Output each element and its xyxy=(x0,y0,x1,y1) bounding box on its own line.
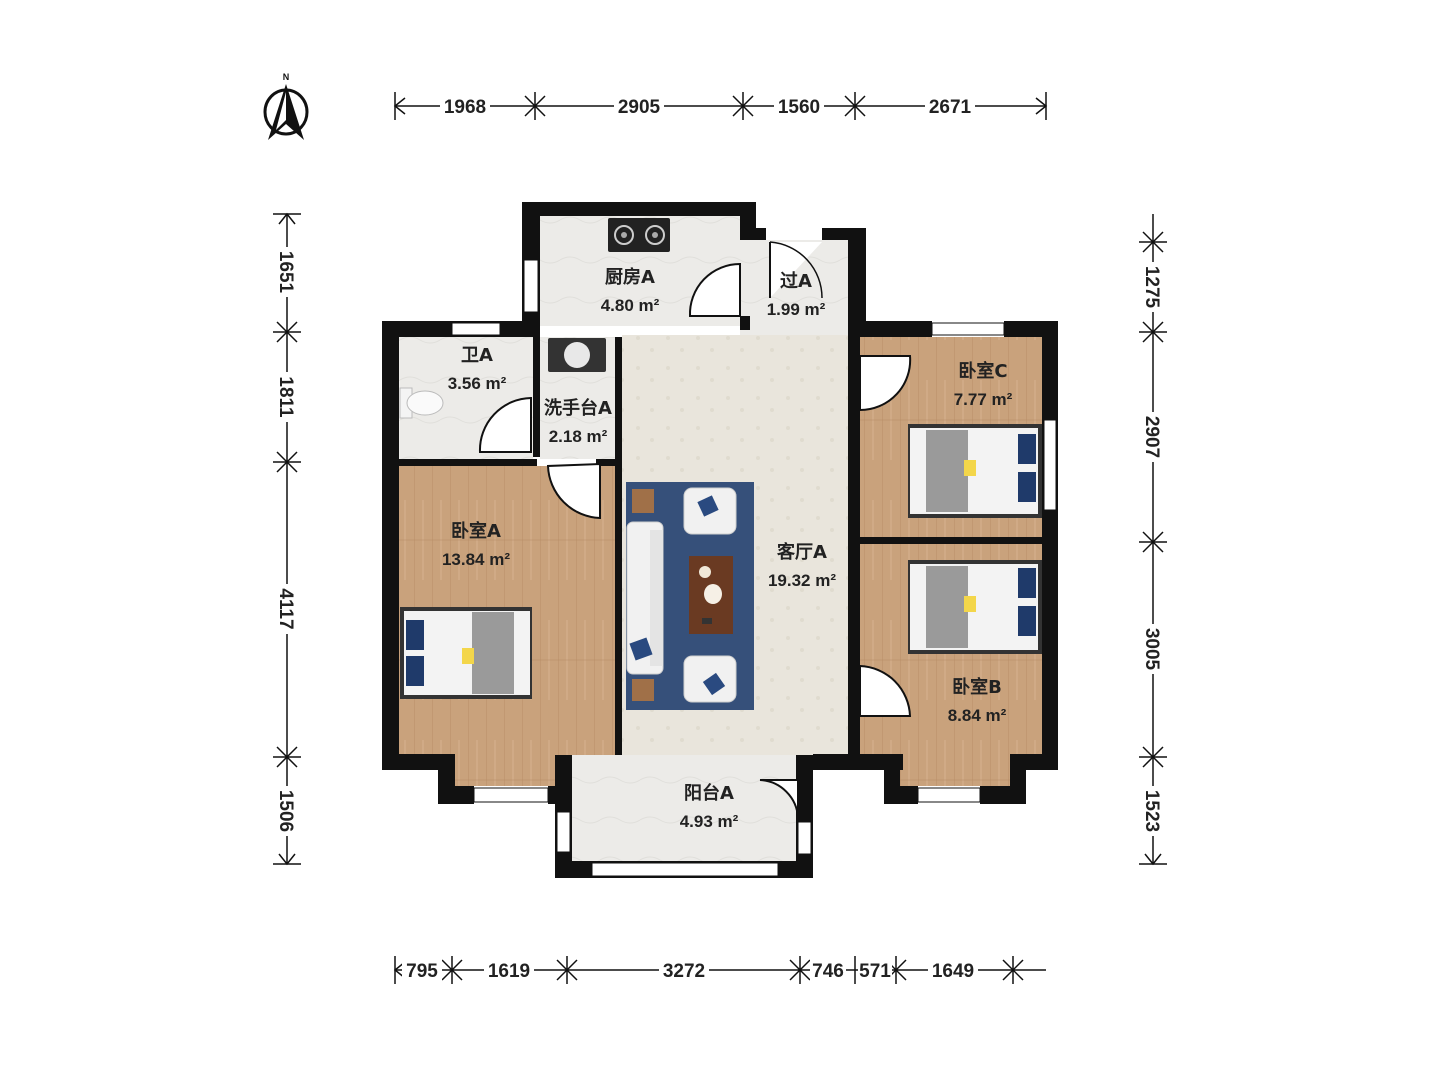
bedroom-c-right-window xyxy=(1043,419,1057,511)
windows xyxy=(451,259,1057,877)
kitchen-name: 厨房A xyxy=(605,266,655,288)
armchair-icon xyxy=(683,487,737,703)
balcony-floor xyxy=(572,755,798,861)
dim-right-3: 3005 xyxy=(1141,628,1162,671)
dim-top-3: 1560 xyxy=(778,97,820,118)
bedroom-a-door xyxy=(546,462,601,520)
bedroom-a-area: 13.84 m² xyxy=(442,550,510,569)
living-area: 19.32 m² xyxy=(768,571,836,590)
dim-right-2: 2907 xyxy=(1141,416,1162,458)
balcony-name: 阳台A xyxy=(684,782,734,804)
kitchen-area: 4.80 m² xyxy=(601,296,660,315)
dim-right-1: 1275 xyxy=(1141,266,1162,309)
dim-left-1: 1651 xyxy=(275,251,296,294)
dim-bottom-6: 1649 xyxy=(932,961,974,982)
living-name: 客厅A xyxy=(777,541,827,563)
toilet-icon xyxy=(399,387,444,419)
hall-area: 1.99 m² xyxy=(767,300,826,319)
bedroom-c-area: 7.77 m² xyxy=(954,390,1013,409)
balcony-door xyxy=(759,779,799,819)
dim-top-4: 2671 xyxy=(929,97,972,118)
bedroom-a-window xyxy=(473,787,549,803)
washbasin-area: 2.18 m² xyxy=(549,427,608,446)
bedroom-b-door xyxy=(859,664,912,717)
right-dimension-labels: 1275 2907 3005 1523 xyxy=(1141,262,1165,836)
bath-window xyxy=(451,322,501,336)
bedroom-b-window xyxy=(917,787,981,803)
dim-left-4: 1506 xyxy=(275,790,296,832)
bedroom-c-name: 卧室C xyxy=(958,360,1007,382)
dim-right-4: 1523 xyxy=(1141,790,1162,832)
bedroom-c-door xyxy=(859,355,912,412)
kitchen-window xyxy=(523,259,539,313)
hall-door xyxy=(770,242,822,298)
left-dimension-labels: 1651 1811 4117 1506 xyxy=(275,247,299,836)
washbasin-icon xyxy=(548,338,606,372)
dim-top-1: 1968 xyxy=(444,97,486,118)
room-labels: 厨房A 4.80 m² 过A 1.99 m² 卫A 3.56 m² 洗手台A 2… xyxy=(442,266,1013,831)
north-label: N xyxy=(283,72,290,82)
bedroom-b-area: 8.84 m² xyxy=(948,706,1007,725)
dim-bottom-2: 1619 xyxy=(488,961,530,982)
side-table-icon xyxy=(632,489,654,701)
bath-name: 卫A xyxy=(461,345,493,366)
bed-icon xyxy=(400,424,1042,699)
balcony-left-window xyxy=(556,811,571,853)
bedroom-a-name: 卧室A xyxy=(451,520,501,542)
stove-icon xyxy=(608,218,670,252)
dim-bottom-3: 3272 xyxy=(663,961,705,982)
dim-top-2: 2905 xyxy=(618,97,661,118)
bath-area: 3.56 m² xyxy=(448,374,507,393)
kitchen-door xyxy=(688,262,741,317)
bottom-dimension-labels: 795 1619 3272 746 571 1649 xyxy=(402,958,978,982)
bedroom-c-window xyxy=(931,322,1005,336)
balcony-area: 4.93 m² xyxy=(680,812,739,831)
north-compass-icon: N xyxy=(263,72,309,140)
dim-left-2: 1811 xyxy=(275,376,296,418)
dim-bottom-5: 571 xyxy=(859,961,891,982)
bath-door xyxy=(478,396,532,453)
top-dimension-labels: 1968 2905 1560 2671 xyxy=(440,94,975,118)
balcony-bottom-window xyxy=(591,862,779,877)
dim-left-3: 4117 xyxy=(275,588,296,629)
balcony-right-window xyxy=(797,821,812,855)
washbasin-name: 洗手台A xyxy=(544,397,612,419)
hall-name: 过A xyxy=(780,270,812,292)
doors xyxy=(478,241,912,819)
dim-bottom-1: 795 xyxy=(406,961,438,982)
dim-bottom-4: 746 xyxy=(812,961,844,982)
right-dimension-line xyxy=(1139,214,1167,866)
left-dimension-line xyxy=(273,212,301,866)
bedroom-b-name: 卧室B xyxy=(952,676,1002,698)
sofa-icon xyxy=(626,521,664,675)
coffee-table-icon xyxy=(689,556,733,634)
